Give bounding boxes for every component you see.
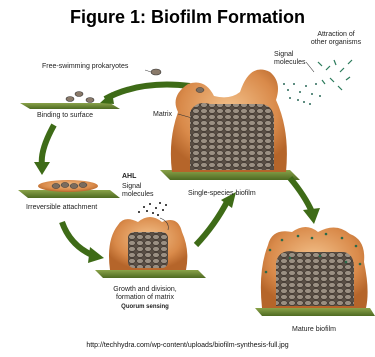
label-growth-2: formation of matrix bbox=[100, 294, 190, 302]
signal-molecule-dots bbox=[283, 83, 321, 105]
mature-biofilm bbox=[255, 227, 375, 316]
label-attraction-2: other organisms bbox=[300, 39, 372, 47]
label-growth-1: Growth and division, bbox=[100, 286, 190, 294]
free-swimming-bacteria bbox=[145, 69, 161, 75]
label-top-signal-2: molecules bbox=[274, 59, 306, 67]
label-signal-2: molecules bbox=[122, 191, 154, 199]
other-organisms bbox=[318, 60, 352, 90]
label-free-swimming: Free-swimming prokaryotes bbox=[42, 63, 128, 71]
label-single-species: Single-species biofilm bbox=[188, 190, 256, 198]
label-matrix: Matrix bbox=[153, 111, 172, 119]
label-top-signal-1: Signal bbox=[274, 51, 293, 59]
ahl-signal-dots bbox=[138, 202, 167, 216]
label-quorum-sensing: Quorum sensing bbox=[100, 303, 190, 311]
label-mature: Mature biofilm bbox=[292, 326, 336, 334]
label-signal-1: Signal bbox=[122, 183, 141, 191]
label-ahl: AHL bbox=[122, 173, 136, 181]
arrow-to-single-species bbox=[196, 200, 228, 245]
arrow-to-irreversible bbox=[42, 125, 54, 165]
source-url: http://techhydra.com/wp-content/uploads/… bbox=[0, 342, 375, 349]
label-attraction-1: Attraction of bbox=[300, 31, 372, 39]
label-irreversible: Irreversible attachment bbox=[26, 204, 97, 212]
irreversible-attachment bbox=[18, 180, 120, 198]
arrow-to-mature bbox=[290, 178, 312, 212]
arrow-to-growth bbox=[62, 222, 92, 255]
label-binding: Binding to surface bbox=[37, 112, 93, 120]
growth-colony bbox=[95, 217, 206, 278]
